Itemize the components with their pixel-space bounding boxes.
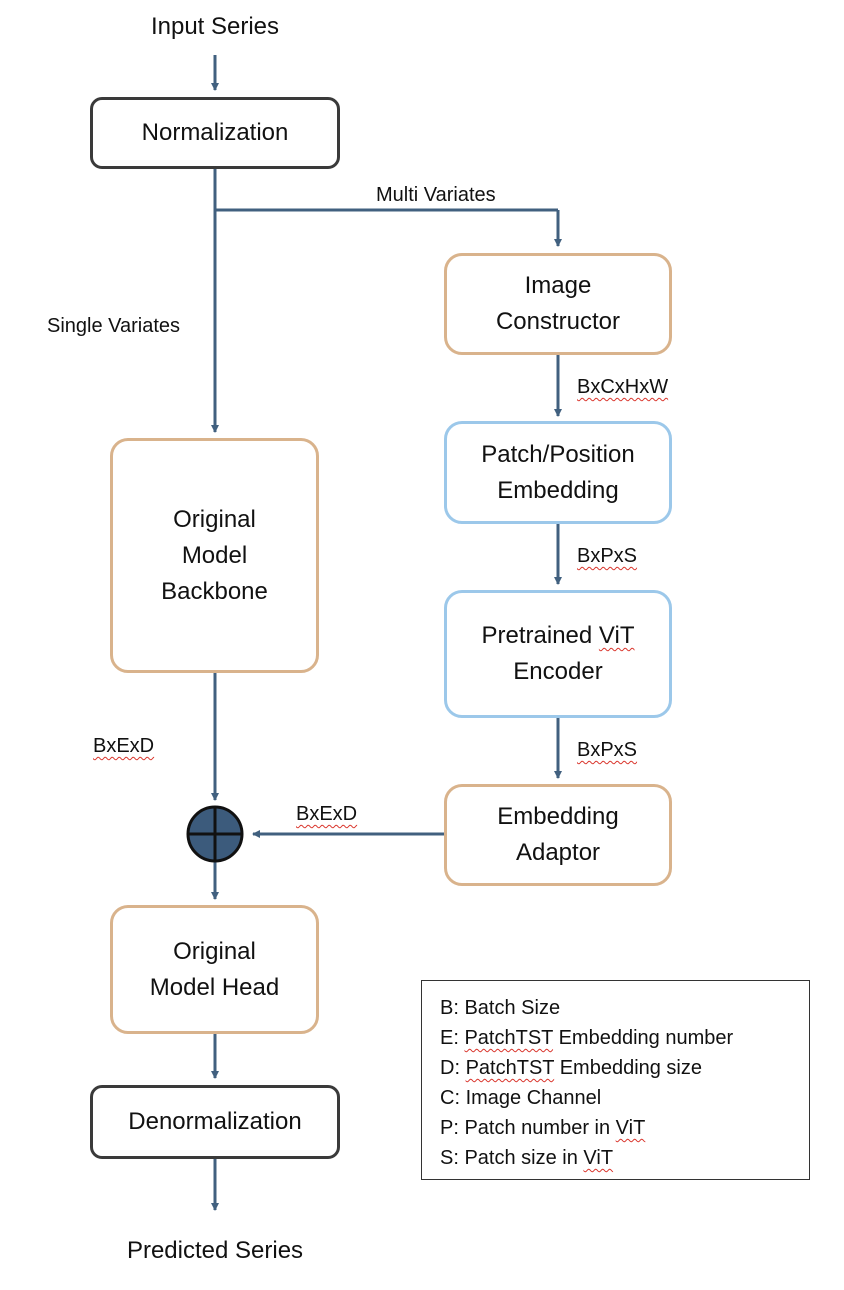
denormalization-label: Denormalization <box>128 1108 302 1135</box>
legend-sep: : <box>454 1087 466 1109</box>
legend-key: C <box>440 1087 455 1109</box>
legend-text: Image Channel <box>465 1087 602 1109</box>
vit-word: ViT <box>583 1147 614 1169</box>
backbone-line-1: Original <box>173 505 256 533</box>
legend-key: P <box>440 1117 454 1139</box>
legend-item-batch: B: Batch Size <box>440 993 809 1023</box>
vit-word: ViT <box>598 622 635 649</box>
legend-item-patch-size: S: Patch size in ViT <box>440 1147 614 1169</box>
image-constructor-line-2: Constructor <box>495 308 621 335</box>
legend-sep: : <box>453 1117 465 1139</box>
shape-image-label: BxCxHxW <box>577 376 669 398</box>
legend-sep: : <box>453 997 465 1019</box>
legend-box: B: Batch Size E: PatchTST Embedding numb… <box>421 980 810 1180</box>
head-box: Original Model Head <box>110 905 319 1034</box>
shape-backbone-label-wrap: BxExD <box>93 734 154 758</box>
predicted-series-label: Predicted Series <box>126 1237 304 1264</box>
shape-vit-label: BxPxS <box>577 739 638 761</box>
embedding-adaptor-line-1: Embedding <box>497 803 619 830</box>
single-variates-label: Single Variates <box>47 315 181 337</box>
input-series-label: Input Series <box>150 13 280 40</box>
vit-encoder-box: Pretrained ViT Encoder <box>444 590 672 718</box>
legend-key: E <box>440 1027 454 1049</box>
denormalization-box: Denormalization <box>90 1085 340 1159</box>
shape-backbone-label: BxExD <box>93 735 155 757</box>
embedding-adaptor-box: Embedding Adaptor <box>444 784 672 886</box>
legend-item-embedding-size: D: PatchTST Embedding size <box>440 1057 703 1079</box>
shape-adaptor-label-wrap: BxExD <box>296 802 357 826</box>
patchtst-word: PatchTST <box>464 1027 554 1049</box>
patchtst-word: PatchTST <box>465 1057 555 1079</box>
legend-sep: : <box>453 1147 465 1169</box>
normalization-box: Normalization <box>90 97 340 169</box>
legend-key: S <box>440 1147 454 1169</box>
legend-text: Batch Size <box>464 997 561 1019</box>
image-constructor-box: Image Constructor <box>444 253 672 355</box>
shape-patch-label: BxPxS <box>577 545 638 567</box>
legend-sep: : <box>454 1057 466 1079</box>
patch-embedding-line-2: Embedding <box>497 476 619 504</box>
legend-item-embedding-number: E: PatchTST Embedding number <box>440 1027 734 1049</box>
shape-vit-label-wrap: BxPxS <box>577 738 637 762</box>
image-constructor-line-1: Image <box>524 272 592 299</box>
legend-item-image-channel: C: Image Channel <box>440 1083 809 1113</box>
shape-image-label-wrap: BxCxHxW <box>577 375 668 399</box>
head-line-2: Model Head <box>149 973 280 1001</box>
multi-variates-label: Multi Variates <box>376 184 496 206</box>
backbone-line-3: Backbone <box>161 577 268 605</box>
legend-key: D <box>440 1057 455 1079</box>
shape-adaptor-label: BxExD <box>296 803 358 825</box>
patch-embedding-box: Patch/Position Embedding <box>444 421 672 524</box>
embedding-adaptor-line-2: Adaptor <box>515 839 601 866</box>
shape-patch-label-wrap: BxPxS <box>577 544 637 568</box>
patch-embedding-line-1: Patch/Position <box>481 440 635 468</box>
legend-item-patch-number: P: Patch number in ViT <box>440 1117 646 1139</box>
adder-icon <box>186 805 244 863</box>
backbone-box: Original Model Backbone <box>110 438 319 673</box>
legend-key: B <box>440 997 454 1019</box>
vit-word: ViT <box>615 1117 646 1139</box>
vit-encoder-line-2: Encoder <box>513 658 603 685</box>
normalization-label: Normalization <box>141 119 289 146</box>
legend-sep: : <box>453 1027 465 1049</box>
head-line-1: Original <box>173 937 256 965</box>
vit-encoder-line-1: Pretrained ViT <box>481 622 635 649</box>
backbone-line-2: Model <box>181 541 248 569</box>
